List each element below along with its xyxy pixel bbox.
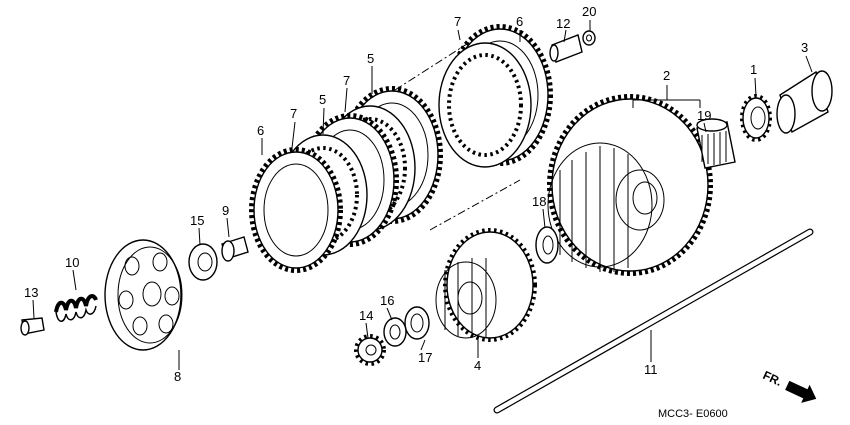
- lock-washer[interactable]: [404, 306, 430, 340]
- lock-nut[interactable]: [354, 334, 386, 366]
- callout-16: 16: [380, 293, 394, 308]
- pin[interactable]: [549, 34, 583, 63]
- friction-disk-outer[interactable]: [249, 147, 343, 273]
- callout-5-mid: 5: [367, 51, 374, 66]
- callout-4: 4: [474, 358, 481, 373]
- washer[interactable]: [383, 317, 407, 347]
- alignment-line: [394, 41, 471, 91]
- callout-9: 9: [222, 203, 229, 218]
- arrow-icon: [785, 380, 817, 403]
- callout-5-front: 5: [319, 92, 326, 107]
- clutch-spring[interactable]: [54, 294, 98, 322]
- callout-1: 1: [750, 62, 757, 77]
- callout-15: 18: [532, 194, 546, 209]
- callout-20: 20: [582, 4, 596, 19]
- callout-2: 2: [663, 68, 670, 83]
- thrust-washer[interactable]: [535, 226, 559, 264]
- callout-3: 3: [801, 40, 808, 55]
- callout-13: 13: [24, 285, 38, 300]
- callout-7-mid: 7: [343, 73, 350, 88]
- sleeve[interactable]: [776, 70, 833, 134]
- pushrod[interactable]: [493, 228, 814, 414]
- pressure-plate[interactable]: [104, 239, 183, 351]
- callout-12: 12: [556, 16, 570, 31]
- direction-label: FR.: [761, 368, 784, 389]
- front-direction-arrow: FR.: [761, 368, 817, 403]
- callout-8: 8: [174, 369, 181, 384]
- bolt-flange[interactable]: [20, 317, 45, 336]
- clutch-outer[interactable]: [547, 94, 713, 276]
- callout-11: 11: [644, 362, 658, 377]
- diagram-code: MCC3- E0600: [658, 408, 728, 420]
- leader-lines: [32, 20, 813, 370]
- washer-small[interactable]: [582, 30, 596, 46]
- alignment-line: [429, 179, 521, 231]
- collar-nut[interactable]: [740, 94, 772, 142]
- release-bearing[interactable]: [188, 243, 218, 281]
- callout-6-front: 6: [257, 123, 264, 138]
- callout-7-front: 7: [290, 106, 297, 121]
- callout-17: 17: [418, 350, 432, 365]
- bolt[interactable]: [221, 236, 249, 262]
- callout-7-rear: 7: [454, 14, 461, 29]
- callout-6-rear: 6: [516, 14, 523, 29]
- clutch-center[interactable]: [435, 228, 537, 342]
- callout-18: 15: [190, 213, 204, 228]
- callout-14: 14: [359, 308, 373, 323]
- clutch-plate-rear[interactable]: [438, 42, 532, 168]
- callout-10: 10: [65, 255, 79, 270]
- callout-19: 19: [697, 108, 711, 123]
- needle-bearing[interactable]: [696, 118, 736, 169]
